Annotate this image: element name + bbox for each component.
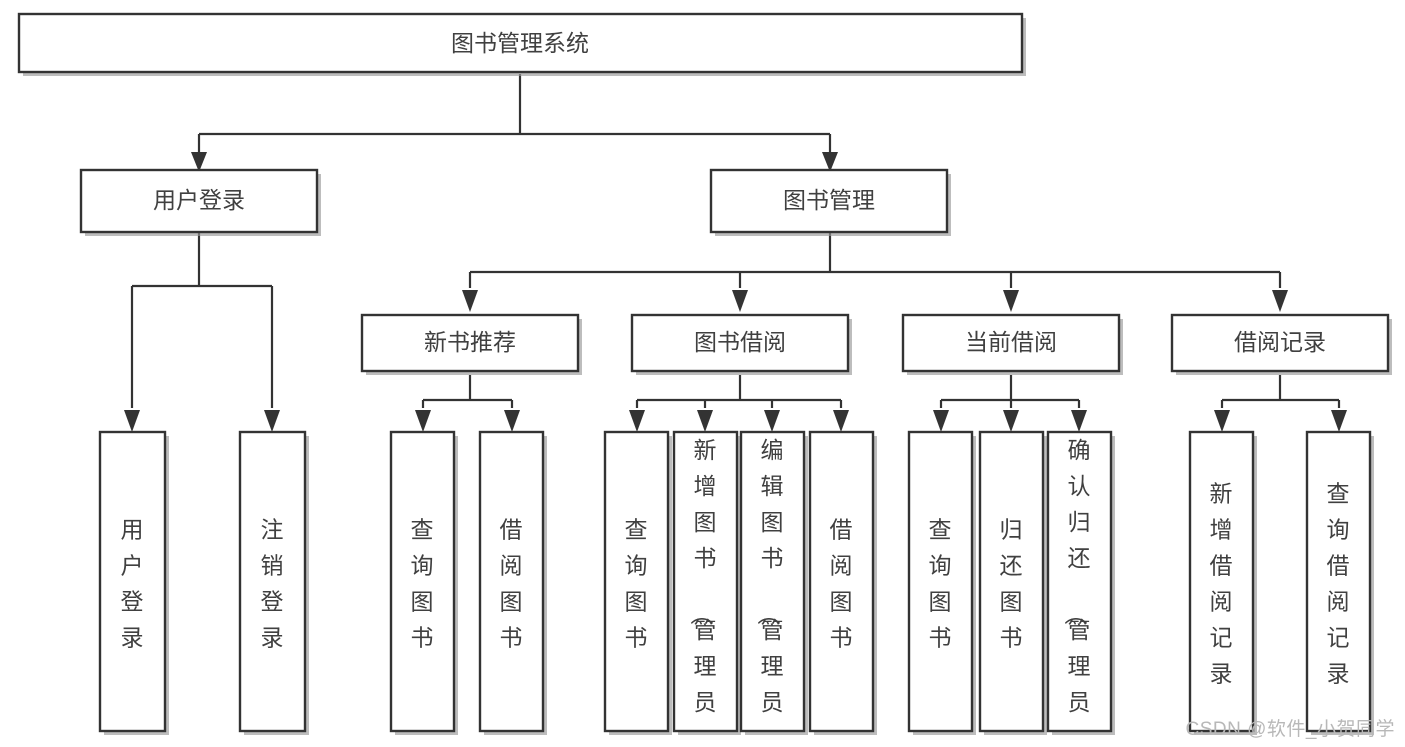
- edge-borrowrecord-bus: [1220, 375, 1341, 408]
- leaf-user-login-box[interactable]: [98, 430, 167, 733]
- new-book-rec-box[interactable]: [360, 313, 580, 373]
- node-book-borrow[interactable]: 图书借阅: [630, 313, 852, 375]
- leaf-return-book-label: 归还图书: [1000, 517, 1023, 651]
- node-new-book-rec[interactable]: 新书推荐: [360, 313, 582, 375]
- leaf-query-record-box[interactable]: [1305, 430, 1372, 733]
- arrow-currentborrow-to-confirm-return: [1071, 410, 1087, 432]
- arrow-bookmanage-to-current-borrow: [1003, 290, 1019, 312]
- edge-bookmanage-bus: [468, 232, 1282, 288]
- node-leaf-query-book-2[interactable]: 查询图书: [603, 430, 672, 735]
- node-root[interactable]: 图书管理系统: [17, 12, 1026, 76]
- arrow-root-to-user-login: [191, 152, 207, 172]
- leaf-return-book-box[interactable]: [978, 430, 1045, 733]
- leaf-add-record-box[interactable]: [1188, 430, 1255, 733]
- leaf-borrow-book-1-box[interactable]: [478, 430, 545, 733]
- leaf-query-book-3-box[interactable]: [907, 430, 974, 733]
- node-borrow-record[interactable]: 借阅记录: [1170, 313, 1392, 375]
- node-user-login[interactable]: 用户登录: [79, 168, 321, 236]
- arrow-bookmanage-to-borrow-record: [1272, 290, 1288, 312]
- leaf-edit-book-box[interactable]: [739, 430, 806, 733]
- borrow-record-box[interactable]: [1170, 313, 1390, 373]
- leaf-add-book-label: 新增图书（管理员）: [689, 437, 717, 747]
- leaf-query-record-label: 查询借阅记录: [1327, 481, 1350, 687]
- node-leaf-add-book[interactable]: 新增图书（管理员）: [672, 430, 741, 747]
- book-manage-box[interactable]: [709, 168, 949, 234]
- current-borrow-label: 当前借阅: [965, 329, 1057, 355]
- arrow-root-to-book-manage: [822, 152, 838, 172]
- leaf-logout-box[interactable]: [238, 430, 307, 733]
- node-leaf-query-record[interactable]: 查询借阅记录: [1305, 430, 1374, 735]
- new-book-rec-label: 新书推荐: [424, 329, 516, 355]
- arrow-currentborrow-to-return-book: [1003, 410, 1019, 432]
- arrow-bookmanage-to-book-borrow: [732, 290, 748, 312]
- node-leaf-confirm-return[interactable]: 确认归还（管理员）: [1046, 430, 1115, 747]
- arrow-bookborrow-to-query-book: [629, 410, 645, 432]
- node-current-borrow[interactable]: 当前借阅: [901, 313, 1123, 375]
- edge-currentborrow-bus: [939, 375, 1081, 408]
- csdn-watermark: CSDN @软件_小贺同学: [1185, 719, 1395, 740]
- arrow-userlogin-to-leaf-logout: [264, 410, 280, 432]
- arrow-bookborrow-to-edit-book: [764, 410, 780, 432]
- edge-newbookrec-bus: [421, 375, 514, 408]
- leaf-borrow-book-1-label: 借阅图书: [500, 517, 523, 651]
- node-leaf-return-book[interactable]: 归还图书: [978, 430, 1047, 735]
- book-manage-label: 图书管理: [783, 187, 875, 213]
- node-book-manage[interactable]: 图书管理: [709, 168, 951, 236]
- edge-root-to-level1-bus: [197, 74, 832, 162]
- book-borrow-box[interactable]: [630, 313, 850, 373]
- book-borrow-label: 图书借阅: [694, 329, 786, 355]
- user-login-box[interactable]: [79, 168, 319, 234]
- leaf-query-book-2-box[interactable]: [603, 430, 670, 733]
- node-leaf-logout[interactable]: 注销登录: [238, 430, 309, 735]
- arrow-newbookrec-to-query-book: [415, 410, 431, 432]
- node-leaf-borrow-book-2[interactable]: 借阅图书: [808, 430, 877, 735]
- arrow-bookborrow-to-borrow-book: [833, 410, 849, 432]
- leaf-query-book-1-box[interactable]: [389, 430, 456, 733]
- arrow-newbookrec-to-borrow-book: [504, 410, 520, 432]
- edge-layer: [124, 74, 1347, 432]
- node-leaf-query-book-1[interactable]: 查询图书: [389, 430, 458, 735]
- arrow-bookborrow-to-add-book: [697, 410, 713, 432]
- leaf-logout-label: 注销登录: [261, 517, 284, 651]
- leaf-nodes-layer: 用户登录 注销登录 查询图书 借阅图书 查询图书: [98, 430, 1374, 747]
- leaf-add-book-box[interactable]: [672, 430, 739, 733]
- leaf-confirm-return-box[interactable]: [1046, 430, 1113, 733]
- arrow-bookmanage-to-new-book-rec: [462, 290, 478, 312]
- node-leaf-edit-book[interactable]: 编辑图书（管理员）: [739, 430, 808, 747]
- current-borrow-box[interactable]: [901, 313, 1121, 373]
- root-label: 图书管理系统: [451, 30, 589, 56]
- leaf-borrow-book-2-box[interactable]: [808, 430, 875, 733]
- borrow-record-label: 借阅记录: [1234, 329, 1326, 355]
- arrow-userlogin-to-leaf-user-login: [124, 410, 140, 432]
- leaf-add-record-label: 新增借阅记录: [1210, 481, 1233, 687]
- edge-bookborrow-bus: [635, 375, 843, 408]
- leaf-query-book-3-label: 查询图书: [929, 517, 952, 651]
- user-login-label: 用户登录: [153, 187, 245, 213]
- node-leaf-user-login[interactable]: 用户登录: [98, 430, 169, 735]
- leaf-query-book-1-label: 查询图书: [411, 517, 434, 651]
- edge-userlogin-bus: [130, 232, 274, 408]
- arrow-currentborrow-to-query-book: [933, 410, 949, 432]
- root-box[interactable]: [17, 12, 1024, 74]
- leaf-confirm-return-label: 确认归还（管理员）: [1063, 437, 1091, 747]
- leaf-query-book-2-label: 查询图书: [625, 517, 648, 651]
- leaf-borrow-book-2-label: 借阅图书: [830, 517, 853, 651]
- node-leaf-query-book-3[interactable]: 查询图书: [907, 430, 976, 735]
- arrow-borrowrecord-to-query-record: [1331, 410, 1347, 432]
- arrow-borrowrecord-to-add-record: [1214, 410, 1230, 432]
- node-leaf-borrow-book-1[interactable]: 借阅图书: [478, 430, 547, 735]
- node-leaf-add-record[interactable]: 新增借阅记录: [1188, 430, 1257, 735]
- leaf-user-login-label: 用户登录: [121, 517, 144, 651]
